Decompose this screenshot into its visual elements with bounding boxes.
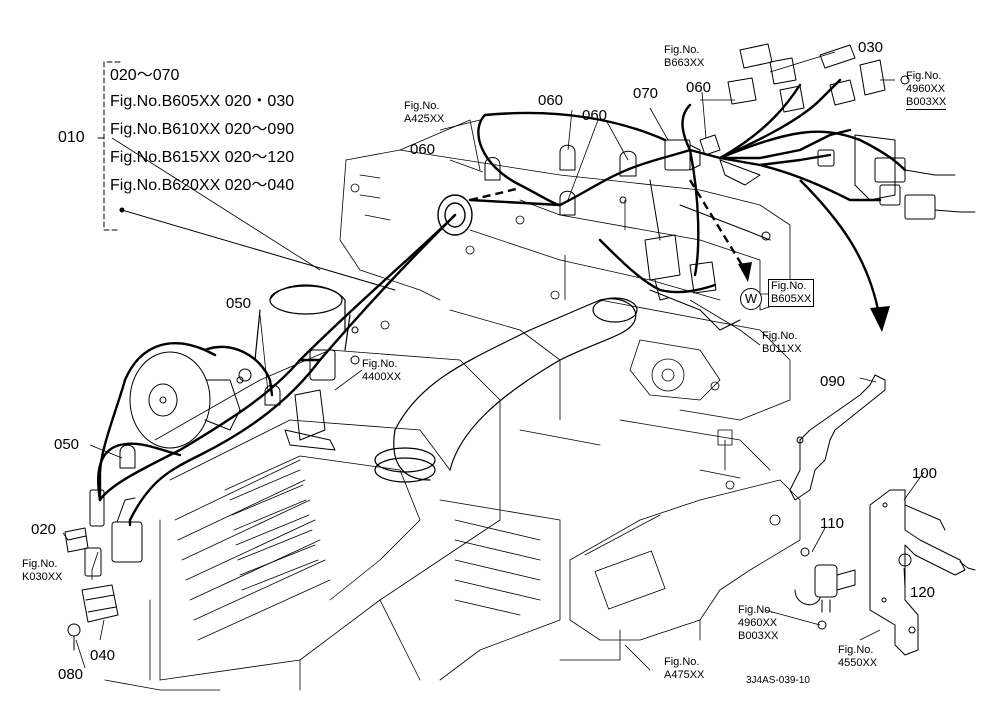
harness-dashed — [469, 179, 747, 271]
part-number-070: 070 — [633, 85, 659, 102]
bracket-100 — [869, 489, 976, 656]
legend-pointer-line — [121, 209, 396, 291]
part-number-050-upper: 050 — [226, 295, 252, 312]
clamps — [119, 134, 721, 469]
figref-b011: Fig.No. B011XX — [762, 330, 802, 355]
legend-line: Fig.No.B620XX 020～040 — [110, 177, 295, 194]
leader-lines — [62, 51, 925, 671]
part-number-060-d: 060 — [686, 79, 712, 96]
legend-line: 020～070 — [110, 67, 180, 84]
part-number-060-a: 060 — [410, 141, 436, 158]
routing-arrowhead — [870, 306, 890, 332]
figref-k030: Fig.No. K030XX — [22, 558, 63, 583]
connector-020 — [64, 527, 89, 553]
connector-group-030 — [727, 43, 910, 113]
center-connectors — [619, 179, 771, 331]
radiator-outline — [104, 349, 561, 691]
figref-a425: Fig.No. A425XX — [404, 100, 445, 125]
legend-line: Fig.No.B615XX 020～120 — [110, 149, 295, 166]
part-number-060-c: 060 — [582, 107, 608, 124]
figref-b605: Fig.No. B605XX — [768, 279, 815, 307]
relay-110 — [794, 547, 856, 630]
routing-arrow — [799, 179, 882, 321]
part-number-060-b: 060 — [538, 92, 564, 109]
part-number-110: 110 — [820, 515, 844, 532]
horn — [129, 351, 244, 449]
harness-wires — [97, 78, 907, 527]
sensor-area — [238, 326, 360, 451]
figref-4550: Fig.No. 4550XX — [838, 644, 878, 669]
figref-4960-top: Fig.No. 4960XX B003XX — [906, 70, 947, 110]
bracket-090 — [789, 374, 886, 501]
part-number-100: 100 — [912, 465, 938, 482]
part-number-030: 030 — [858, 39, 884, 56]
air-tube — [254, 284, 638, 483]
connector-mark-w: W — [740, 288, 762, 310]
mounting-plate — [559, 429, 801, 661]
part-number-080: 080 — [58, 666, 84, 683]
part-number-120: 120 — [910, 584, 936, 601]
part-number-040: 040 — [90, 647, 116, 664]
figref-4400: Fig.No. 4400XX — [362, 358, 402, 383]
engine-block-outline — [339, 119, 791, 471]
figref-a475: Fig.No. A475XX — [664, 656, 705, 681]
grommet — [437, 194, 473, 236]
drawing-code: 3J4AS-039-10 — [746, 675, 810, 686]
fuse-box-040 — [81, 584, 119, 623]
legend-line: Fig.No.B610XX 020～090 — [110, 121, 295, 138]
legend-bracket — [103, 61, 121, 231]
figref-b663: Fig.No. B663XX — [664, 44, 705, 69]
connector-covers — [84, 489, 143, 577]
bolt-120 — [898, 553, 912, 567]
legend-line: Fig.No.B605XX 020・030 — [110, 93, 295, 110]
part-number-090: 090 — [820, 373, 846, 390]
part-number-020: 020 — [31, 521, 57, 538]
relay-brackets — [817, 134, 976, 220]
legend-main-part-number: 010 — [58, 129, 85, 146]
bolt-080 — [67, 623, 81, 651]
part-number-050-lower: 050 — [54, 436, 80, 453]
figref-4960-bottom: Fig.No. 4960XX B003XX — [738, 604, 779, 642]
